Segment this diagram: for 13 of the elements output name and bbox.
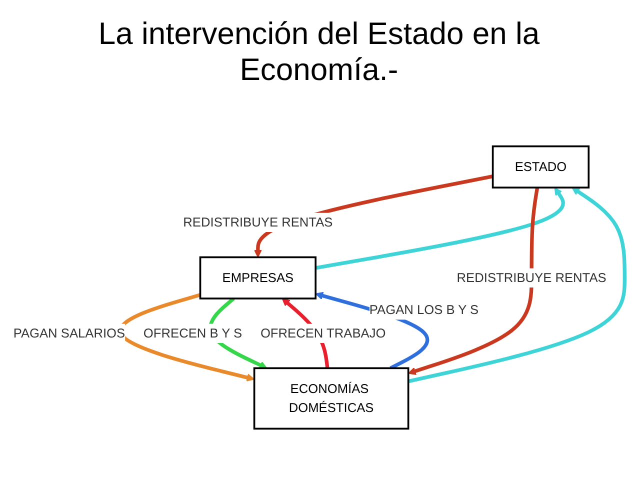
arrow	[408, 187, 626, 384]
edge-label: PAGAN LOS B Y S	[369, 302, 479, 317]
edge-label: REDISTRIBUYE RENTAS	[456, 270, 606, 285]
title: La intervención del Estado en la Economía.-	[97, 16, 541, 88]
edge-label: REDISTRIBUYE RENTAS	[183, 214, 333, 230]
node-box: EMPRESAS	[199, 256, 317, 300]
edge-label: PAGAN SALARIOS	[13, 326, 126, 340]
arrow	[315, 187, 565, 270]
node-box: ECONOMÍAS DOMÉSTICAS	[253, 367, 410, 430]
edge-label: OFRECEN TRABAJO	[260, 326, 386, 340]
edge-label: OFRECEN B Y S	[143, 326, 242, 340]
node-box: ESTADO	[492, 145, 590, 188]
arrow	[408, 187, 540, 375]
